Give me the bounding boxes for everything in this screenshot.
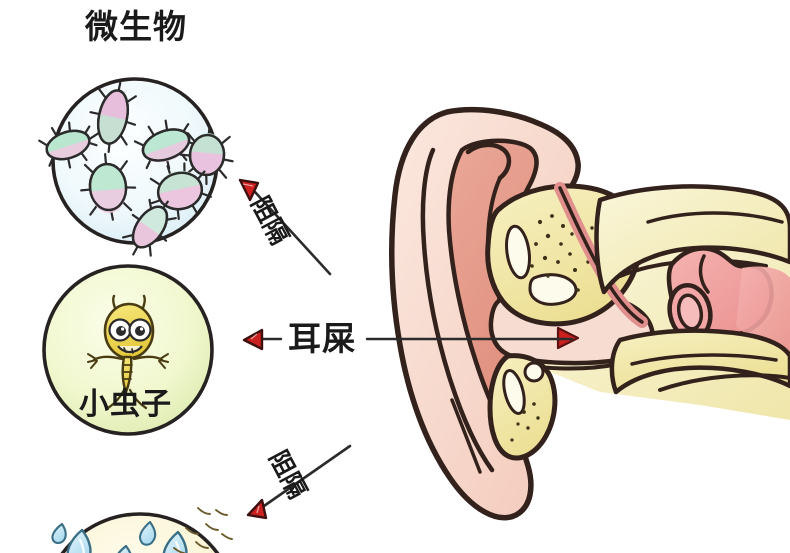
debris-flecks <box>173 507 233 553</box>
water-droplet <box>66 528 92 553</box>
microbe <box>80 153 137 221</box>
water-droplet <box>138 520 157 546</box>
earwax-pointer <box>242 328 574 351</box>
mastoid-process <box>487 353 558 461</box>
cranial-bone-shelf <box>594 184 790 295</box>
microbes-circle <box>38 77 234 257</box>
microbe <box>122 198 177 257</box>
water-droplet <box>162 530 188 553</box>
water-circle <box>51 507 233 553</box>
lateral-tissue <box>736 266 790 352</box>
water-droplet <box>51 522 67 545</box>
microbe <box>133 119 198 170</box>
microbe <box>88 81 137 153</box>
block-arrow-bottom <box>246 444 352 520</box>
microbe <box>38 121 98 169</box>
water-droplet <box>117 544 132 553</box>
bug-circle <box>42 264 214 436</box>
microbe <box>179 125 234 186</box>
microbe <box>149 162 212 220</box>
block-arrow-top <box>238 178 332 276</box>
cartoon-bug-icon <box>87 294 169 410</box>
eustachian-tube <box>609 328 790 395</box>
